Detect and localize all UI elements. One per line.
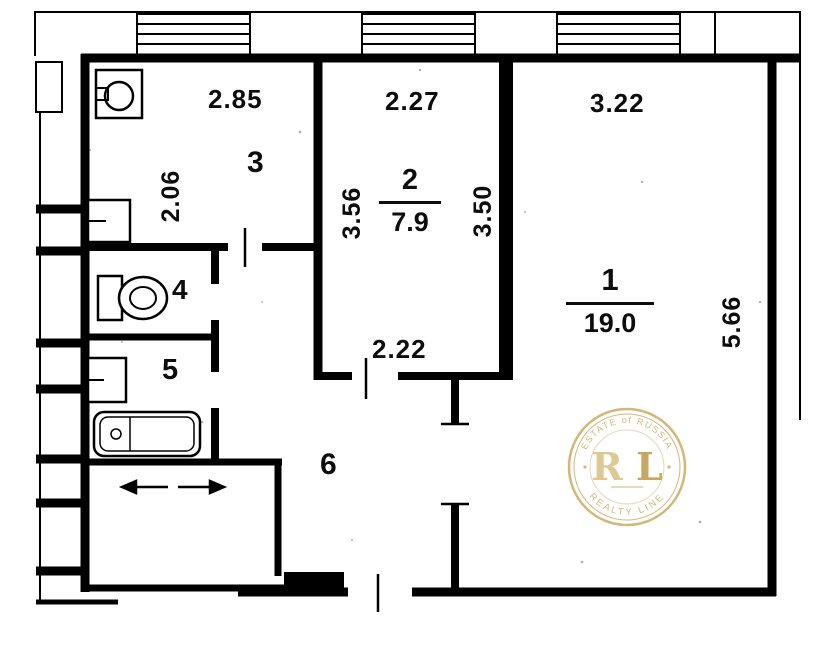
dim-room2-bottom: 2.22 [372,334,427,364]
stamp-letter-l: L [636,444,663,489]
window-room1 [556,13,681,56]
room2-label: 2 7.9 [374,164,446,238]
stamp-letter-r: R [591,444,623,489]
room1-label: 1 19.0 [566,262,654,339]
room2-fraction-bar [379,201,441,204]
walls-main [80,53,800,597]
closet-arrows [118,479,228,495]
dim-room2-right: 3.50 [468,184,497,238]
room3-number: 3 [247,146,265,179]
kitchen-unit-fixture [86,198,132,244]
party-wall-stubs [36,204,118,605]
room4-number: 4 [172,274,189,305]
room2-area: 7.9 [391,207,429,237]
exterior-outline [34,11,801,600]
stamp-dot-right [667,465,671,469]
room1-area: 19.0 [583,308,637,338]
dim-room1-top: 3.22 [590,88,645,118]
room2-number: 2 [401,164,419,196]
sink-fixture [94,68,144,120]
dim-room2-left: 3.56 [337,186,366,240]
stamp-rings [567,407,687,527]
bathtub-fixture [92,410,202,458]
stamp-dot-left [583,465,587,469]
room1-fraction-bar [566,302,654,305]
dim-room2-top: 2.27 [385,86,440,116]
scan-noise [88,68,762,564]
entrance-threshold [284,572,344,592]
walls-interior [85,243,512,592]
door-ticks [243,228,469,612]
watermark-stamp: ESTATE of RUSSIA REALTY LINE R L [565,405,689,529]
room1-number: 1 [601,262,619,297]
dim-room3-top: 2.85 [208,84,263,114]
window-room3 [136,13,251,56]
dim-room3-left: 2.06 [156,169,185,223]
toilet-fixture [96,274,169,322]
stamp-initials: R L [591,444,663,489]
washbasin-fixture [86,356,128,404]
room6-number: 6 [320,448,338,481]
svg-text:REALTY LINE: REALTY LINE [587,491,668,518]
room5-number: 5 [162,354,180,386]
window-room2 [361,13,476,56]
stamp-arc-bottom-text: REALTY LINE [587,491,665,518]
dim-room1-right: 5.66 [717,295,746,349]
